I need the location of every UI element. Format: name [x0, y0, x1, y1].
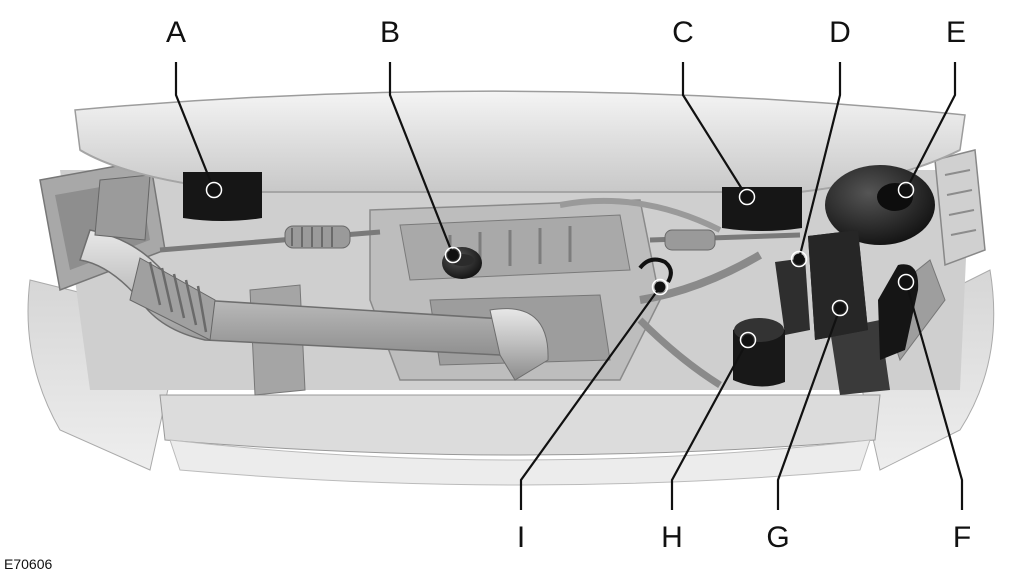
marker-dot-h	[742, 334, 754, 346]
component-c-reservoir	[722, 187, 802, 231]
callout-g: G	[766, 521, 789, 554]
callout-d: D	[829, 16, 851, 49]
leader-line-i	[519, 286, 661, 510]
leader-line-d	[797, 62, 842, 260]
callout-c: C	[672, 16, 694, 49]
callout-i: I	[517, 521, 525, 554]
callout-f: F	[953, 521, 971, 554]
marker-dot-b	[447, 249, 459, 261]
leader-lines	[174, 62, 964, 510]
marker-dot-g	[834, 302, 846, 314]
air-intake-duct	[79, 174, 549, 381]
leader-line-b	[388, 62, 455, 256]
marker-dot-d	[793, 253, 805, 265]
callout-e: E	[946, 16, 966, 49]
leader-line-f	[904, 281, 964, 510]
component-g-battery	[808, 230, 868, 340]
component-b-oil-filler-cap	[442, 247, 482, 279]
marker-dot-e	[900, 184, 912, 196]
component-i-dipstick	[638, 257, 673, 284]
leader-line-g	[776, 307, 842, 510]
marker-dot-f	[900, 276, 912, 288]
marker-dot-a	[208, 184, 220, 196]
leader-line-a	[174, 62, 216, 191]
marker-dot-rings	[205, 181, 915, 349]
callout-h: H	[661, 521, 683, 554]
leader-line-c	[681, 62, 748, 198]
component-a-reservoir	[183, 172, 262, 221]
leader-markers	[208, 184, 912, 346]
leader-line-e	[905, 62, 957, 191]
marker-dot-c	[741, 191, 753, 203]
callout-a: A	[166, 16, 186, 49]
marker-dot-i	[654, 281, 666, 293]
callout-labels: A B C D E F G H I	[166, 16, 971, 554]
figure-code: E70606	[4, 556, 53, 572]
leader-line-h	[670, 339, 749, 510]
callout-b: B	[380, 16, 400, 49]
